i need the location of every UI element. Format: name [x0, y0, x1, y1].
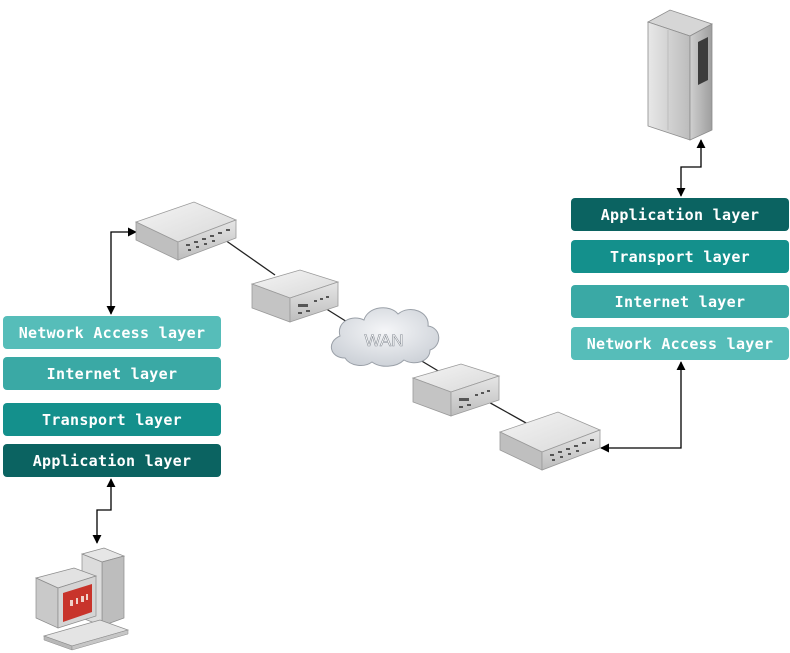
wan-cloud-icon: WAN — [330, 307, 440, 367]
router-icon — [498, 411, 602, 471]
wan-label: WAN — [364, 331, 403, 350]
server-tower-icon — [647, 9, 713, 141]
connector-left-stack-to-pc — [92, 478, 116, 544]
connector-router-to-left-stack — [106, 227, 137, 315]
link-router1-router2 — [224, 239, 276, 276]
left-internet-layer: Internet layer — [3, 357, 221, 390]
router-icon — [250, 269, 340, 323]
connector-server-to-right-stack — [676, 139, 706, 197]
router-icon — [411, 363, 501, 417]
right-application-layer: Application layer — [571, 198, 789, 231]
router-icon — [134, 201, 238, 261]
right-transport-layer: Transport layer — [571, 240, 789, 273]
right-network-access-layer: Network Access layer — [571, 327, 789, 360]
right-internet-layer: Internet layer — [571, 285, 789, 318]
connector-right-stack-to-router — [600, 361, 686, 453]
layer-connectors — [92, 139, 706, 544]
client-pc-icon — [34, 547, 130, 651]
left-transport-layer: Transport layer — [3, 403, 221, 436]
left-application-layer: Application layer — [3, 444, 221, 477]
left-network-access-layer: Network Access layer — [3, 316, 221, 349]
